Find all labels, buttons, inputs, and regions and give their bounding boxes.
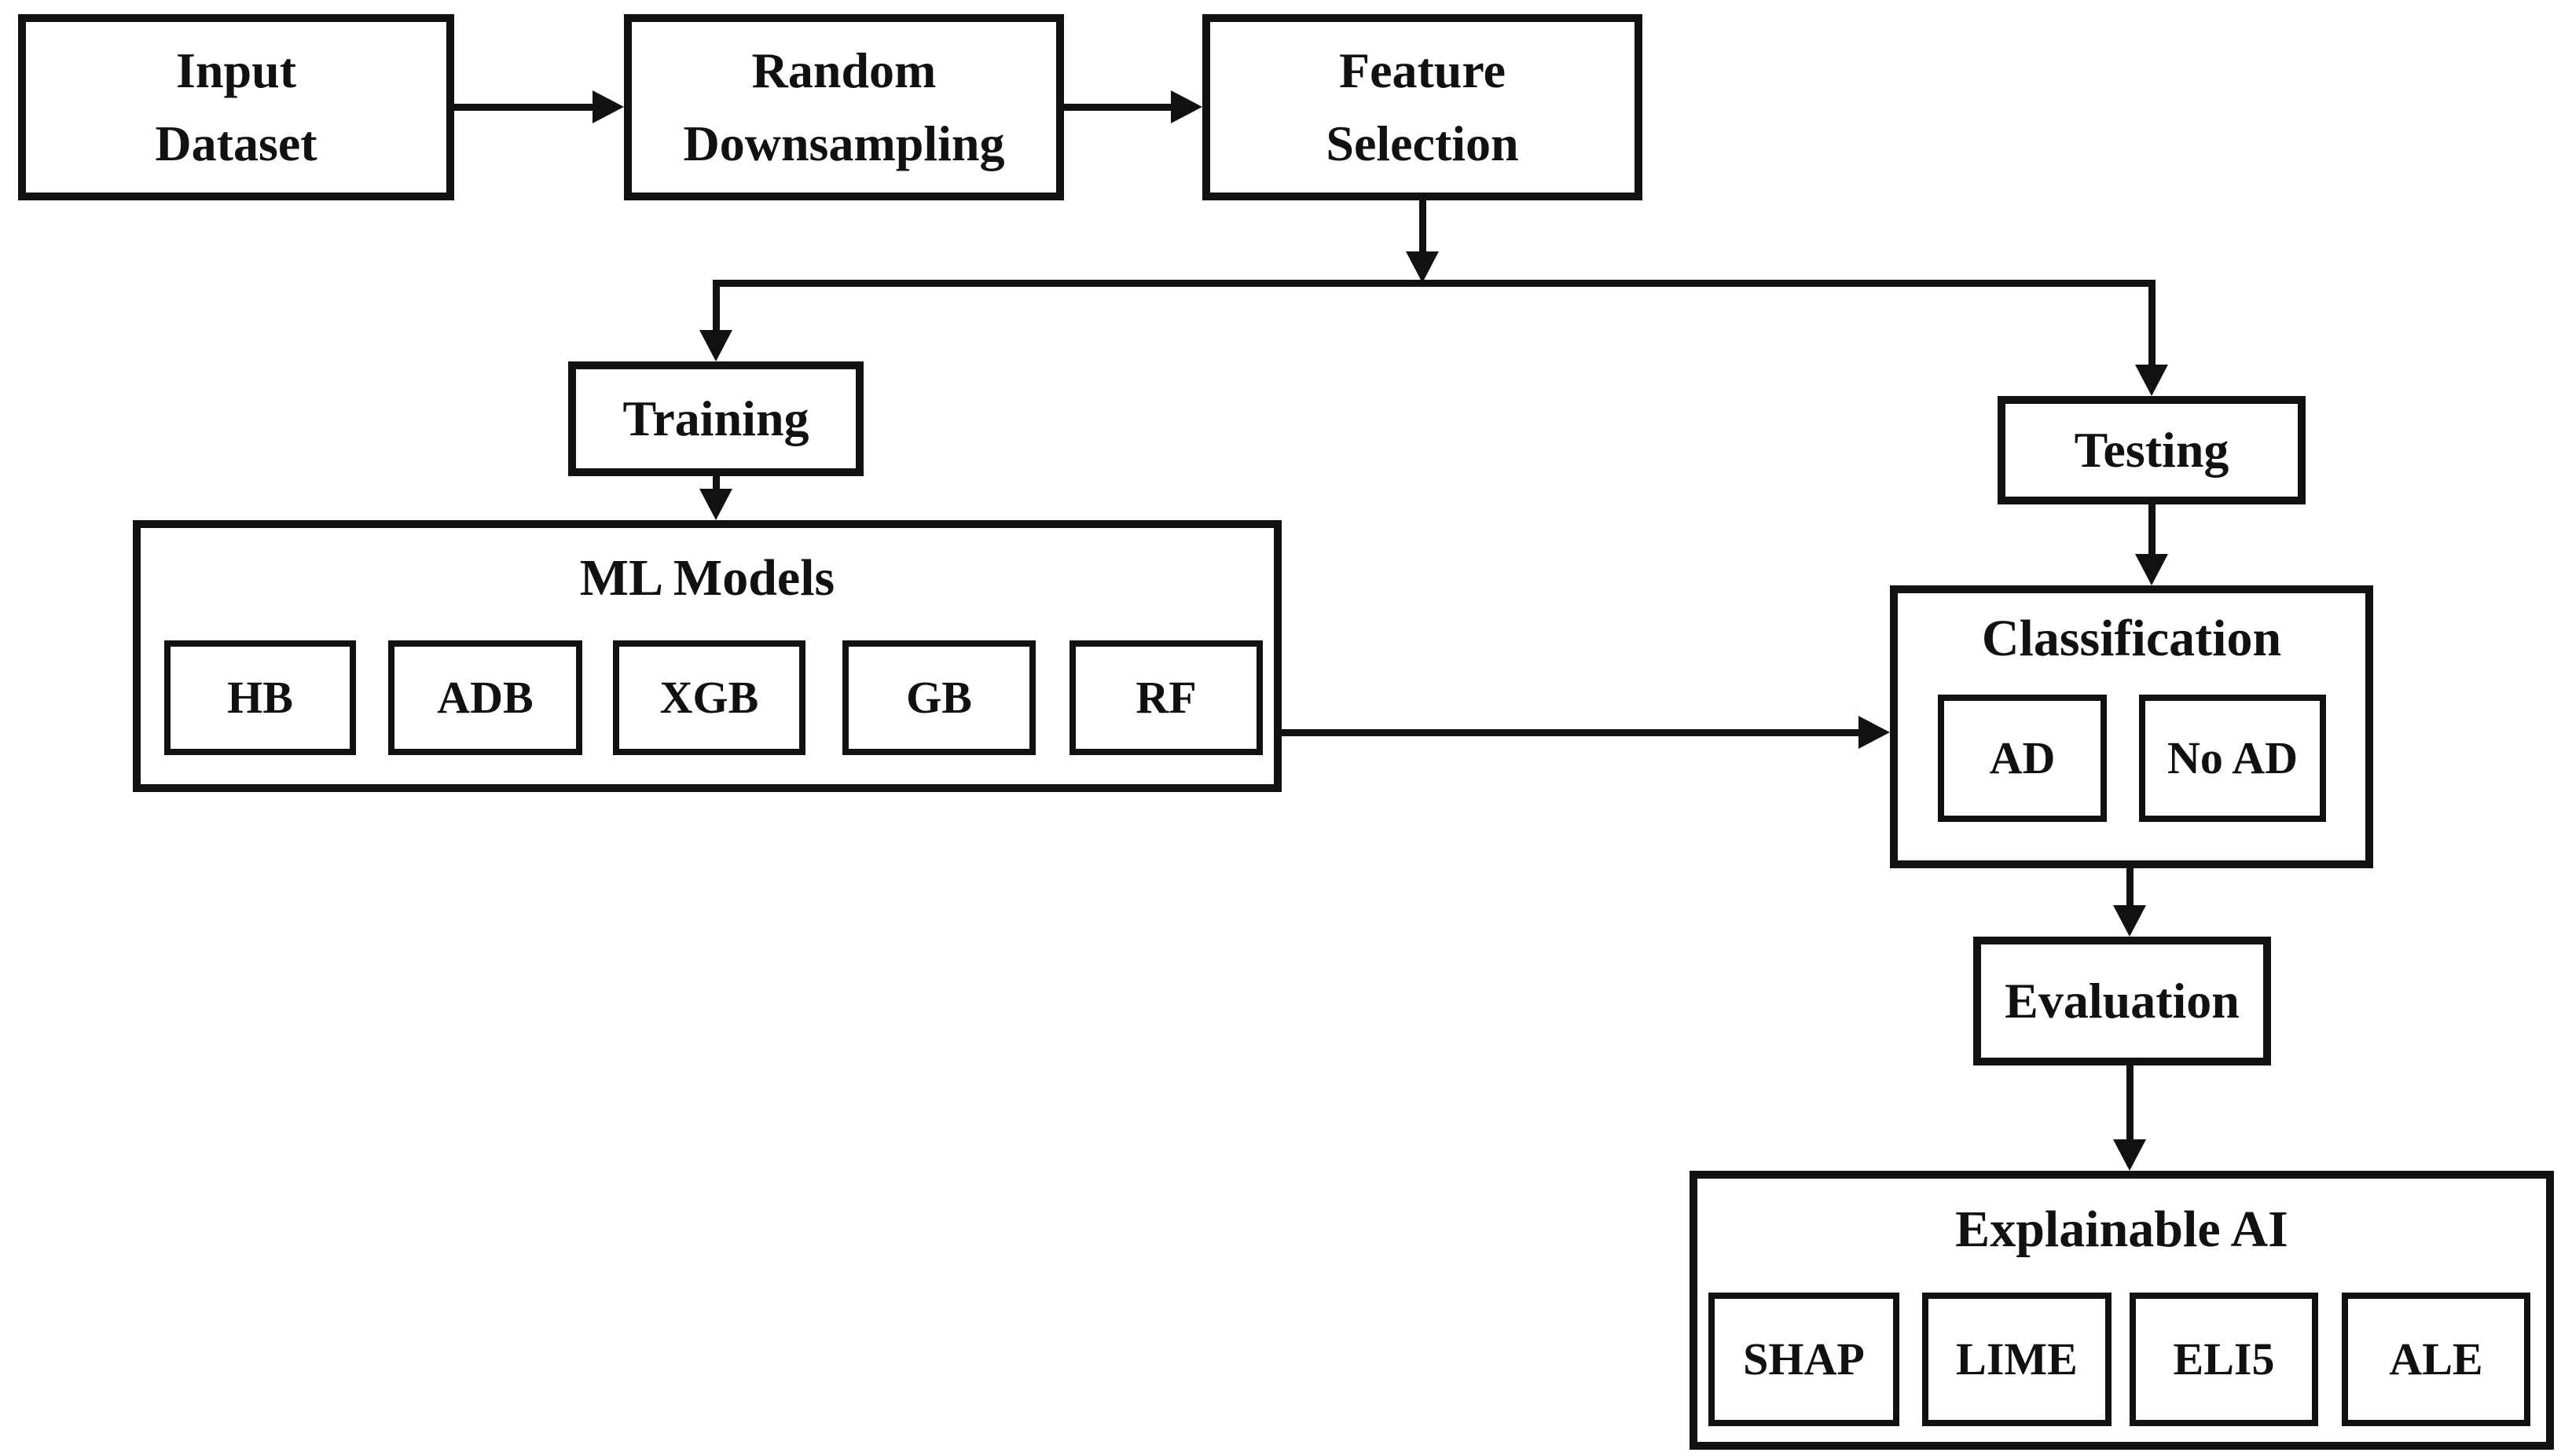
node-xai-ale: ALE	[2342, 1293, 2530, 1426]
class-ad-label: AD	[1989, 732, 2056, 784]
model-hb-label: HB	[227, 672, 293, 724]
node-feature-selection: Feature Selection	[1202, 14, 1642, 200]
node-model-gb: GB	[842, 640, 1036, 755]
arrow-evaluation-to-xai-line	[2126, 1065, 2134, 1141]
arrow-testing-to-classification-head	[2135, 554, 2168, 585]
arrow-downsampling-to-feature-head	[1171, 90, 1202, 123]
class-no-ad-label: No AD	[2167, 732, 2298, 784]
xai-lime-label: LIME	[1956, 1333, 2078, 1385]
arrow-feature-drop-line	[1419, 200, 1426, 253]
arrow-branch-to-training-head	[699, 330, 732, 361]
arrow-testing-to-classification-line	[2148, 504, 2156, 556]
node-evaluation: Evaluation	[1973, 937, 2271, 1065]
arrow-input-to-downsampling-line	[454, 104, 594, 111]
node-xai-eli5: ELI5	[2130, 1293, 2318, 1426]
input-dataset-label: Input Dataset	[155, 42, 317, 171]
node-model-xgb: XGB	[613, 640, 805, 755]
model-adb-label: ADB	[437, 672, 534, 724]
arrow-training-to-mlmodels-line	[713, 476, 720, 490]
arrow-downsampling-to-feature-line	[1064, 104, 1172, 111]
classification-title: Classification	[1981, 610, 2282, 667]
arrow-input-to-downsampling-head	[593, 90, 624, 123]
node-model-rf: RF	[1070, 640, 1263, 755]
ml-models-title: ML Models	[579, 549, 835, 607]
node-xai-shap: SHAP	[1708, 1293, 1899, 1426]
feature-selection-label: Feature Selection	[1326, 42, 1519, 171]
testing-label: Testing	[2074, 421, 2229, 478]
model-rf-label: RF	[1136, 672, 1197, 724]
node-training: Training	[568, 361, 864, 476]
arrow-mlmodels-to-classification-head	[1858, 716, 1890, 749]
arrow-feature-drop-head	[1406, 251, 1439, 283]
arrow-branch-to-training-line	[713, 280, 720, 332]
model-gb-label: GB	[906, 672, 972, 724]
node-model-hb: HB	[164, 640, 356, 755]
arrow-classification-to-evaluation-head	[2113, 905, 2146, 937]
group-classification: Classification AD No AD	[1890, 585, 2373, 868]
group-explainable-ai: Explainable AI SHAP LIME ELI5 ALE	[1690, 1171, 2554, 1450]
model-xgb-label: XGB	[659, 672, 759, 724]
random-downsampling-label: Random Downsampling	[683, 42, 1005, 171]
node-testing: Testing	[1998, 396, 2306, 504]
arrow-classification-to-evaluation-line	[2126, 868, 2134, 907]
training-label: Training	[622, 390, 809, 446]
arrow-branch-to-testing-line	[2148, 280, 2156, 366]
node-class-no-ad: No AD	[2139, 695, 2326, 822]
xai-eli5-label: ELI5	[2173, 1333, 2275, 1385]
node-input-dataset: Input Dataset	[18, 14, 454, 200]
arrow-branch-to-testing-head	[2135, 365, 2168, 396]
arrow-evaluation-to-xai-head	[2113, 1139, 2146, 1171]
node-random-downsampling: Random Downsampling	[624, 14, 1064, 200]
node-class-ad: AD	[1938, 695, 2107, 822]
explainable-ai-title: Explainable AI	[1955, 1201, 2288, 1258]
group-ml-models: ML Models HB ADB XGB GB RF	[133, 520, 1282, 792]
arrow-mlmodels-to-classification-line	[1282, 729, 1860, 736]
branch-horizontal-line	[713, 280, 2155, 287]
arrow-training-to-mlmodels-head	[699, 489, 732, 520]
xai-ale-label: ALE	[2389, 1333, 2483, 1385]
evaluation-label: Evaluation	[2005, 972, 2240, 1029]
node-xai-lime: LIME	[1922, 1293, 2112, 1426]
node-model-adb: ADB	[388, 640, 582, 755]
xai-shap-label: SHAP	[1743, 1333, 1865, 1385]
